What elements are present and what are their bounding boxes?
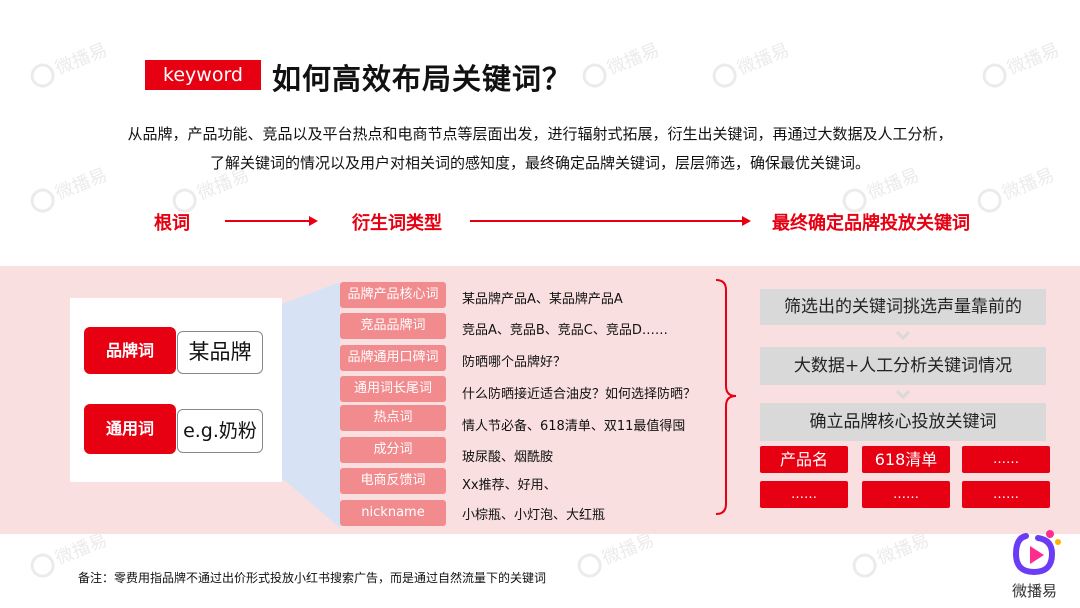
derived-type-example: 某品牌产品A、某品牌产品A	[462, 292, 623, 307]
footnote: 备注：零费用指品牌不通过出价形式投放小红书搜索广告，而是通过自然流量下的关键词	[78, 571, 547, 585]
watermark: 微播易	[578, 36, 663, 92]
arrow-icon	[470, 220, 742, 222]
watermark: 微播易	[848, 526, 933, 582]
flow-derived-label: 衍生词类型	[352, 213, 442, 234]
derived-type-example: 小棕瓶、小灯泡、大红瓶	[462, 508, 606, 523]
derived-type-reputation: 品牌通用口碑词	[340, 345, 446, 371]
funnel-connector	[282, 282, 340, 528]
derived-type-example: 什么防晒接近适合油皮？如何选择防晒？	[462, 387, 697, 402]
arrow-head-icon	[742, 216, 751, 226]
arrow-head-icon	[309, 216, 318, 226]
step-big-data-analysis: 大数据+人工分析关键词情况	[760, 347, 1046, 385]
watermark-logo-icon	[974, 184, 1006, 217]
brand-word-example: 某品牌	[177, 331, 263, 374]
derived-type-hotspot: 热点词	[340, 405, 446, 431]
derived-type-example: 玻尿酸、烟酰胺	[462, 450, 554, 465]
watermark-logo-icon	[27, 184, 59, 217]
chevron-down-icon	[896, 389, 910, 400]
final-keyword-slot: ……	[962, 446, 1050, 473]
logo-icon	[1012, 530, 1061, 576]
watermark-logo-icon	[27, 549, 59, 582]
step-filter-volume: 筛选出的关键词挑选声量靠前的	[760, 289, 1046, 325]
derived-type-brand-core: 品牌产品核心词	[340, 282, 446, 308]
keyword-tag: keyword	[145, 60, 261, 90]
final-keyword-slot: ……	[760, 481, 848, 508]
watermark: 微播易	[26, 36, 111, 92]
watermark-logo-icon	[579, 59, 611, 92]
brand-word-label: 品牌词	[84, 327, 176, 374]
watermark-logo-icon	[27, 59, 59, 92]
flow-final-label: 最终确定品牌投放关键词	[772, 213, 970, 234]
watermark: 微播易	[708, 36, 793, 92]
derived-type-long-tail: 通用词长尾词	[340, 376, 446, 402]
final-keyword-slot: 618清单	[862, 446, 950, 473]
derived-type-example: 防晒哪个品牌好？	[462, 355, 567, 370]
watermark-logo-icon	[979, 59, 1011, 92]
derived-type-competitor: 竞品品牌词	[340, 313, 446, 339]
generic-word-example: e.g.奶粉	[177, 409, 263, 453]
chevron-down-icon	[896, 330, 910, 341]
derived-type-ecommerce: 电商反馈词	[340, 468, 446, 494]
final-keyword-slot: ……	[862, 481, 950, 508]
derived-type-example: 竞品A、竞品B、竞品C、竞品D……	[462, 323, 668, 338]
final-keyword-slot: ……	[962, 481, 1050, 508]
step-core-keywords: 确立品牌核心投放关键词	[760, 403, 1046, 441]
derived-type-example: Xx推荐、好用、	[462, 478, 557, 493]
page-title: 如何高效布局关键词？	[272, 62, 573, 96]
bracket-icon	[715, 279, 737, 515]
watermark: 微播易	[573, 526, 658, 582]
arrow-icon	[225, 220, 309, 222]
watermark: 微播易	[978, 36, 1063, 92]
generic-word-label: 通用词	[84, 404, 176, 454]
intro-text-line-2: 了解关键词的情况以及用户对相关词的感知度，最终确定品牌关键词，层层筛选，确保最优…	[209, 154, 870, 172]
watermark-logo-icon	[709, 59, 741, 92]
flow-root-label: 根词	[154, 213, 190, 234]
logo-text: 微播易	[1012, 582, 1058, 600]
derived-type-example: 情人节必备、618清单、双11最值得囤	[462, 419, 686, 434]
watermark-logo-icon	[574, 549, 606, 582]
final-keyword-slot: 产品名	[760, 446, 848, 473]
intro-text-line-1: 从品牌，产品功能、竞品以及平台热点和电商节点等层面出发，进行辐射式拓展，衍生出关…	[127, 125, 953, 143]
root-word-card	[70, 298, 282, 482]
watermark-logo-icon	[849, 549, 881, 582]
derived-type-ingredient: 成分词	[340, 437, 446, 463]
derived-type-nickname: nickname	[340, 500, 446, 526]
